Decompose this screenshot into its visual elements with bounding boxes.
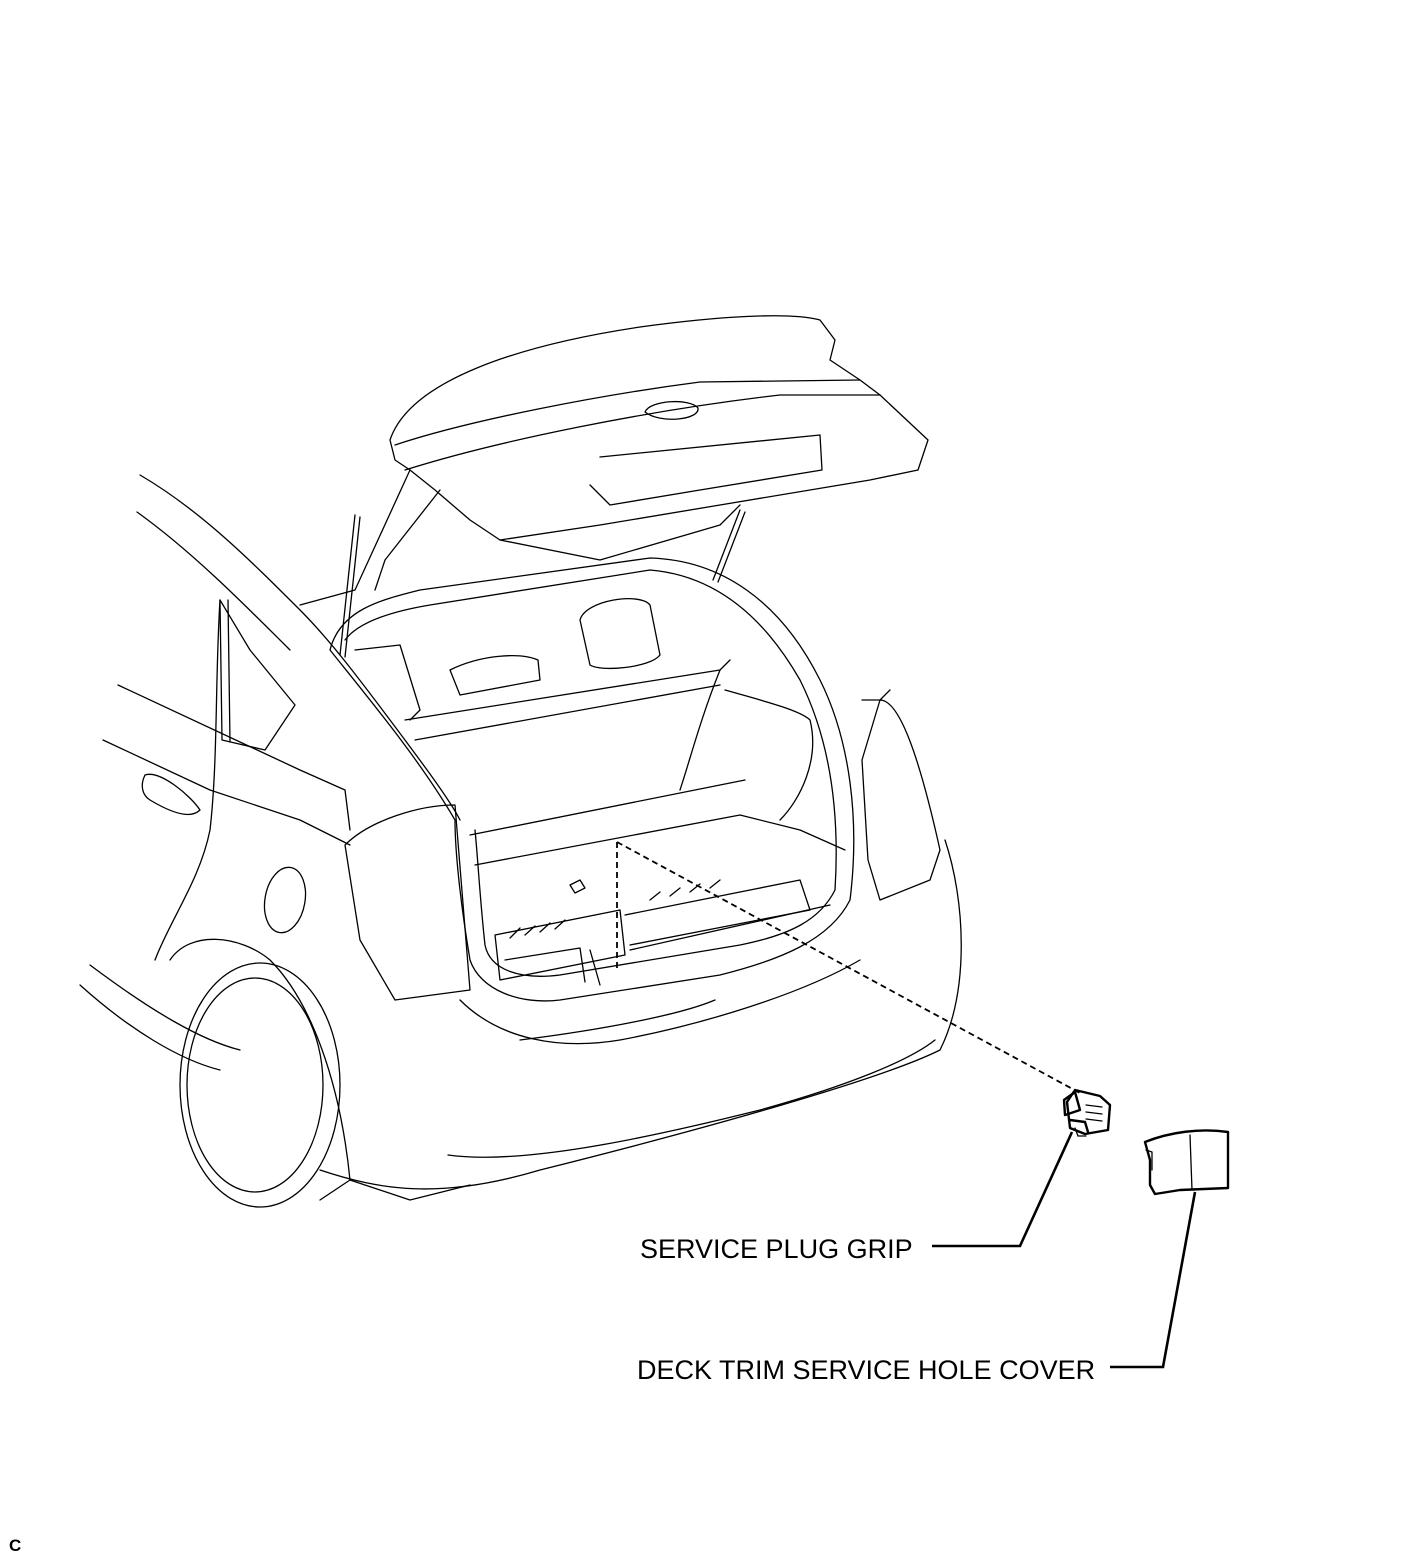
rear-wheel <box>169 938 351 1208</box>
service-plug-grip-label: SERVICE PLUG GRIP <box>640 1234 913 1264</box>
car-body <box>79 474 461 1071</box>
deck-trim-cover-leader <box>1110 1191 1197 1369</box>
deck-trim-cover-label: DECK TRIM SERVICE HOLE COVER <box>637 1355 1096 1385</box>
rear-bumper <box>319 839 962 1201</box>
alignment-dashed-line <box>616 841 1081 1094</box>
luggage-compartment <box>329 557 855 1002</box>
back-door <box>299 315 929 606</box>
service-plug-grip-leader <box>932 1131 1074 1248</box>
door-struts <box>339 509 746 658</box>
luggage-floor <box>494 879 831 986</box>
tail-lights <box>344 689 941 1001</box>
service-plug-grip-part <box>1062 1088 1112 1137</box>
deck-trim-cover-part <box>1143 1129 1230 1196</box>
corner-mark: C <box>9 1536 22 1555</box>
